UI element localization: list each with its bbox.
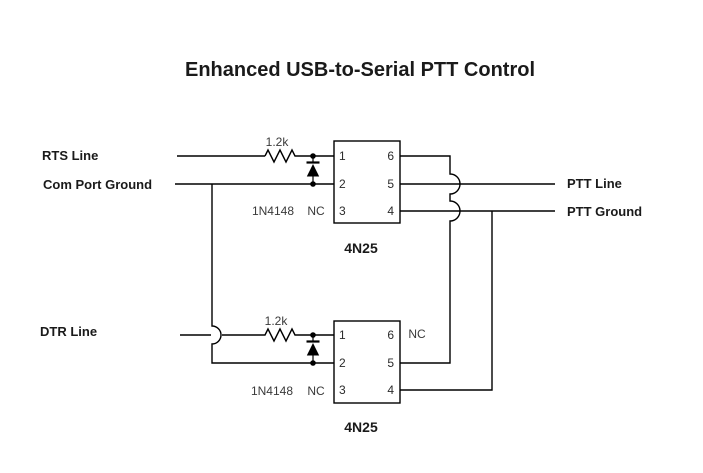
ptt-line-label: PTT Line	[567, 176, 622, 191]
top-opto-pin4: 4	[387, 204, 394, 218]
junction-dot	[310, 181, 316, 187]
rts-line-label: RTS Line	[42, 148, 98, 163]
top-diode-part: 1N4148	[252, 204, 294, 218]
com-port-ground-label: Com Port Ground	[43, 177, 152, 192]
top-opto-pin6: 6	[387, 149, 394, 163]
page-title: Enhanced USB-to-Serial PTT Control	[185, 59, 535, 81]
bottom-nc-pin6-label: NC	[408, 327, 426, 341]
top-opto-pin5: 5	[387, 177, 394, 191]
bottom-diode-part: 1N4148	[251, 384, 293, 398]
pin6-to-pin5-wire-with-hops	[400, 155, 461, 364]
bottom-opto-pin6: 6	[387, 328, 394, 342]
diode-triangle	[306, 164, 320, 177]
top-diode	[306, 153, 320, 187]
top-nc-pin3-label: NC	[307, 204, 325, 218]
top-resistor	[264, 148, 334, 164]
bottom-opto-pin5: 5	[387, 356, 394, 370]
bottom-resistor	[222, 327, 334, 343]
ptt-ground-link-wire	[400, 211, 493, 391]
bottom-opto-pin3: 3	[339, 383, 346, 397]
dtr-line-label: DTR Line	[40, 324, 97, 339]
ground-drop-wire-with-hop	[211, 184, 334, 364]
diode-triangle	[306, 343, 320, 356]
top-opto-pin2: 2	[339, 177, 346, 191]
top-opto-body	[333, 140, 401, 224]
bottom-opto-pin4: 4	[387, 383, 394, 397]
bottom-nc-pin3-label: NC	[307, 384, 325, 398]
top-opto-name: 4N25	[344, 240, 378, 256]
top-opto-pin1: 1	[339, 149, 346, 163]
bottom-opto-body	[333, 320, 401, 404]
bottom-diode	[306, 332, 320, 366]
ptt-ground-label: PTT Ground	[567, 204, 642, 219]
bottom-opto-pin1: 1	[339, 328, 346, 342]
bottom-resistor-value: 1.2k	[265, 314, 289, 328]
bottom-opto-name: 4N25	[344, 419, 378, 435]
bottom-opto-pin2: 2	[339, 356, 346, 370]
top-opto-pin3: 3	[339, 204, 346, 218]
top-resistor-value: 1.2k	[266, 135, 290, 149]
junction-dot	[310, 360, 316, 366]
